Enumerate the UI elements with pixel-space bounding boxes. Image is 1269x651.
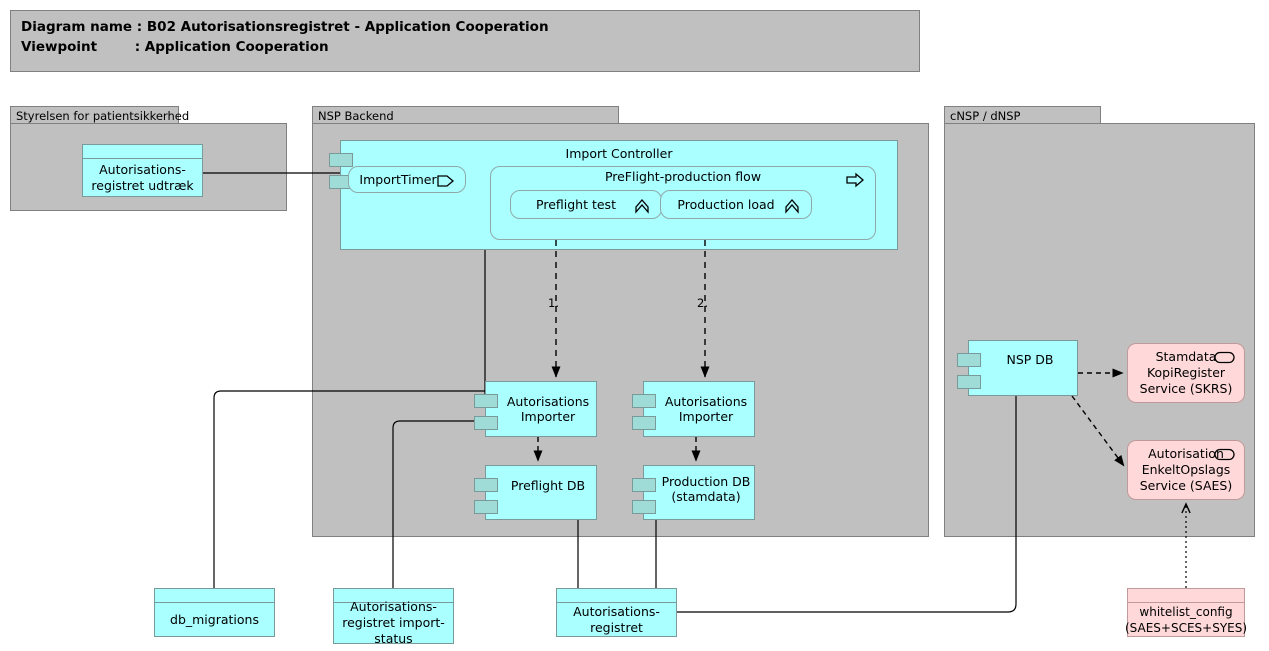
application-function-preflight-test[interactable]: Preflight test xyxy=(510,190,662,219)
data-object-db-migrations[interactable]: db_migrations xyxy=(154,588,275,637)
group-label-cnsp-dnsp: cNSP / dNSP xyxy=(944,106,1101,124)
component-port-bottom xyxy=(474,500,498,514)
component-port-top xyxy=(474,478,498,492)
component-port-top xyxy=(632,394,656,408)
application-event-label: ImportTimer xyxy=(359,172,437,187)
component-port-bottom xyxy=(957,375,981,389)
application-function-label: Preflight test xyxy=(536,197,616,212)
diagram-name-line: Diagram name : B02 Autorisationsregistre… xyxy=(21,19,549,35)
data-object-label: whitelist_config (SAES+SCES+SYES) xyxy=(1124,604,1248,635)
application-function-production-load[interactable]: Production load xyxy=(660,190,812,219)
viewpoint-line: Viewpoint : Application Cooperation xyxy=(21,39,329,55)
application-function-label: Production load xyxy=(677,197,775,212)
application-service-label: Stamdata KopiRegister Service (SKRS) xyxy=(1139,349,1233,396)
component-label: Autorisations Importer xyxy=(506,394,590,424)
group-label-nsp-backend: NSP Backend xyxy=(312,106,619,124)
component-autorisations-importer-right[interactable]: Autorisations Importer xyxy=(632,381,755,437)
application-service-skrs[interactable]: Stamdata KopiRegister Service (SKRS) xyxy=(1127,343,1245,403)
data-object-header-bar xyxy=(1128,589,1244,603)
application-event-importtimer[interactable]: ImportTimer xyxy=(348,166,466,193)
application-function-icon xyxy=(635,199,649,214)
application-function-icon xyxy=(785,199,799,214)
component-port-bottom xyxy=(632,416,656,430)
component-production-db[interactable]: Production DB (stamdata) xyxy=(632,465,755,520)
component-port-bottom xyxy=(632,500,656,514)
application-process-label: PreFlight-production flow xyxy=(604,169,762,184)
component-port-top xyxy=(474,394,498,408)
component-label: Production DB (stamdata) xyxy=(661,474,751,504)
component-port-top xyxy=(957,353,981,367)
data-object-header-bar xyxy=(83,145,202,159)
data-object-label: Autorisations- registret import- status xyxy=(342,599,445,646)
component-port-top xyxy=(632,478,656,492)
application-process-preflight-flow[interactable]: PreFlight-production flow Preflight test… xyxy=(490,166,876,240)
data-object-udtraek[interactable]: Autorisations- registret udtræk xyxy=(82,144,203,197)
application-service-saes[interactable]: Autorisation EnkeltOpslags Service (SAES… xyxy=(1127,440,1245,500)
data-object-whitelist-config[interactable]: whitelist_config (SAES+SCES+SYES) xyxy=(1124,588,1248,637)
component-preflight-db[interactable]: Preflight DB xyxy=(474,465,597,520)
data-object-label: db_migrations xyxy=(170,611,259,627)
application-service-label: Autorisation EnkeltOpslags Service (SAES… xyxy=(1139,446,1233,493)
diagram-title-block: Diagram name : B02 Autorisationsregistre… xyxy=(10,10,920,72)
component-port-top xyxy=(329,153,353,167)
component-autorisations-importer-left[interactable]: Autorisations Importer xyxy=(474,381,597,437)
component-nsp-db[interactable]: NSP DB xyxy=(957,340,1078,396)
component-port-bottom xyxy=(474,416,498,430)
data-object-autorisationsregistret[interactable]: Autorisations- registret xyxy=(556,588,677,637)
component-label: NSP DB xyxy=(1006,351,1054,367)
flow-label-step-1: 1. xyxy=(548,296,559,310)
data-object-header-bar xyxy=(155,589,274,603)
flow-label-step-2: 2. xyxy=(697,296,708,310)
data-object-header-bar xyxy=(334,589,453,603)
component-label: Preflight DB xyxy=(510,478,586,493)
component-label-import-controller: Import Controller xyxy=(565,146,673,161)
data-object-label: Autorisations- registret udtræk xyxy=(91,161,194,193)
application-event-icon xyxy=(437,175,455,187)
data-object-label: Autorisations- registret xyxy=(573,603,660,635)
component-label: Autorisations Importer xyxy=(664,394,748,424)
group-label-styrelsen: Styrelsen for patientsikkerhed xyxy=(10,106,189,124)
data-object-import-status[interactable]: Autorisations- registret import- status xyxy=(333,588,454,646)
data-object-header-bar xyxy=(557,589,676,603)
